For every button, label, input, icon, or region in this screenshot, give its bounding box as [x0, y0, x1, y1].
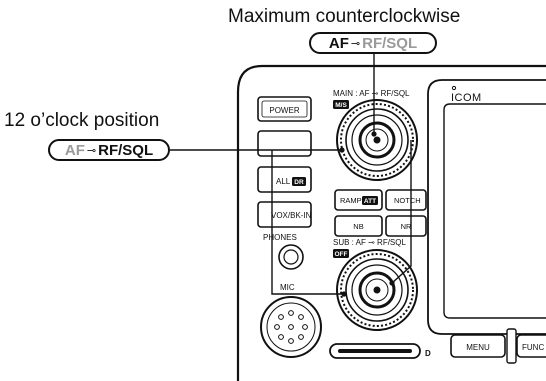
att-badge: ATT	[364, 198, 376, 205]
phones-jack	[278, 244, 304, 270]
main-knob-label: MAIN : AF ⊸ RF/SQL	[333, 89, 410, 98]
func-button	[516, 334, 546, 358]
knob-symbol-icon: ⊸	[350, 37, 361, 50]
vox-bk-in-button	[257, 201, 312, 228]
nb-button	[334, 215, 383, 237]
pill-rfsql-label: RF/SQL	[98, 141, 154, 159]
vox-bk-in-label: VOX/BK-IN	[271, 211, 312, 220]
power-button-label: POWER	[269, 106, 299, 115]
sub-af-rfsql-knob	[336, 249, 418, 331]
mic-connector-pins	[274, 310, 308, 344]
menu-label: MENU	[466, 343, 490, 352]
pill-af-rfsql-12-oclock: AF ⊸ RF/SQL	[48, 139, 170, 161]
all-dr-label: ALL	[276, 177, 291, 186]
sub-knob-label: SUB : AF ⊸ RF/SQL	[333, 238, 406, 247]
display-screen	[443, 103, 546, 319]
callout-title-12-oclock: 12 o’clock position	[4, 110, 160, 131]
menu-button	[450, 334, 506, 358]
pill-af-label: AF	[64, 141, 85, 159]
mic-label: MIC	[280, 283, 295, 292]
ms-badge: M/S	[335, 102, 347, 109]
notch-button	[385, 189, 427, 211]
ramp-label: RAMP	[340, 196, 362, 205]
callout-leader-lines	[170, 54, 412, 295]
brand-mark-icon	[451, 85, 457, 91]
nr-label: NR	[401, 222, 412, 231]
callout-title-max-ccw: Maximum counterclockwise	[228, 6, 461, 27]
panel-outline	[236, 64, 546, 381]
dr-badge: DR	[294, 179, 304, 186]
knob-symbol-icon: ⊸	[86, 144, 97, 157]
pill-af-label: AF	[328, 34, 349, 52]
pill-rfsql-label: RF/SQL	[362, 34, 418, 52]
main-af-rfsql-knob	[336, 99, 418, 181]
sd-card-mark: D	[425, 349, 431, 358]
phones-label: PHONES	[263, 233, 297, 242]
nr-button	[385, 215, 427, 237]
callout-endpoint-dots	[339, 131, 395, 297]
off-badge: OFF	[335, 251, 348, 258]
transmit-button	[257, 130, 312, 157]
pill-af-rfsql-max-ccw: AF ⊸ RF/SQL	[309, 32, 437, 54]
notch-label: NOTCH	[394, 196, 421, 205]
power-button	[257, 96, 312, 122]
func-label: FUNC	[522, 343, 544, 352]
brand-logo: ICOM	[451, 92, 482, 104]
nb-label: NB	[353, 222, 363, 231]
